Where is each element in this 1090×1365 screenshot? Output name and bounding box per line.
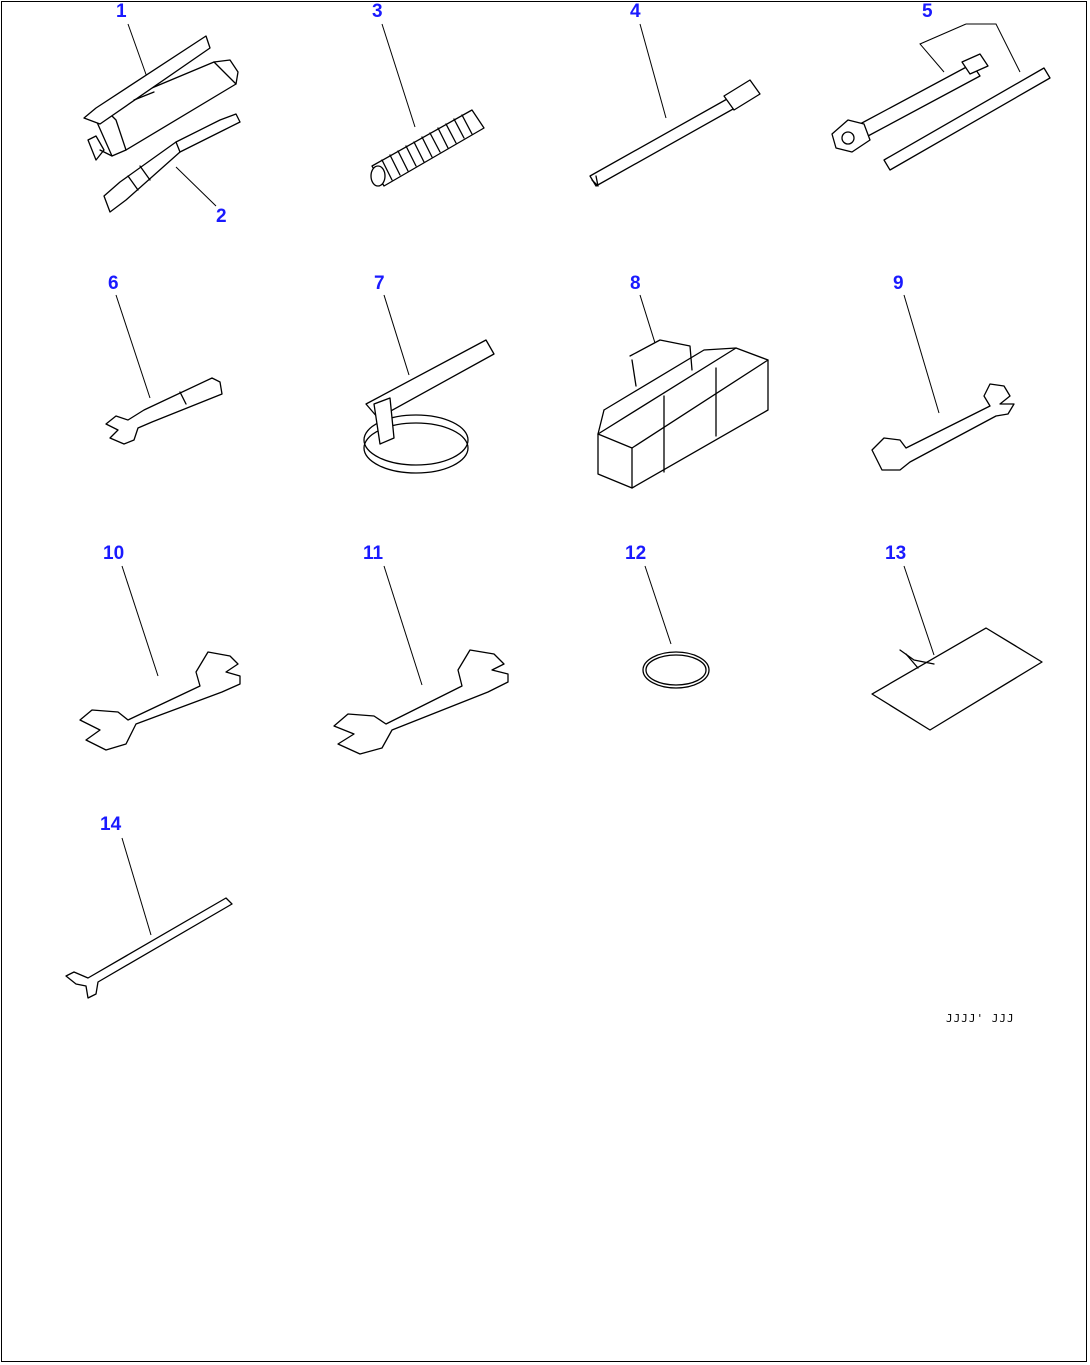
wrench-icon <box>105 377 223 445</box>
callout-6: 6 <box>108 273 119 294</box>
ring-icon <box>642 651 710 689</box>
callout-1: 1 <box>116 1 127 22</box>
leader-lines <box>115 23 1021 936</box>
wrench-icon <box>65 897 233 999</box>
callout-3: 3 <box>372 1 383 22</box>
filter-wrench-icon <box>363 339 495 474</box>
spanner-icon <box>79 651 241 751</box>
grease-gun-icon <box>83 35 239 161</box>
callout-11: 11 <box>363 543 384 564</box>
callout-9: 9 <box>893 273 904 294</box>
spring-icon <box>370 109 485 187</box>
callout-7: 7 <box>374 273 385 294</box>
socket-wrench-icon <box>831 53 1051 171</box>
callout-4: 4 <box>630 1 641 22</box>
callout-13: 13 <box>885 543 907 564</box>
callout-12: 12 <box>625 543 647 564</box>
tool-bag-icon <box>597 339 769 489</box>
figure-code: JJJJ' JJJ <box>946 1012 1015 1025</box>
spanner-icon <box>333 649 509 755</box>
spanner-icon <box>871 383 1015 471</box>
callout-5: 5 <box>922 1 933 22</box>
bar-icon <box>589 79 761 187</box>
tag-icon <box>871 627 1043 731</box>
callout-14: 14 <box>100 814 122 835</box>
callout-10: 10 <box>103 543 125 564</box>
callout-2: 2 <box>216 206 227 227</box>
callout-8: 8 <box>630 273 641 294</box>
nozzle-icon <box>103 113 241 213</box>
